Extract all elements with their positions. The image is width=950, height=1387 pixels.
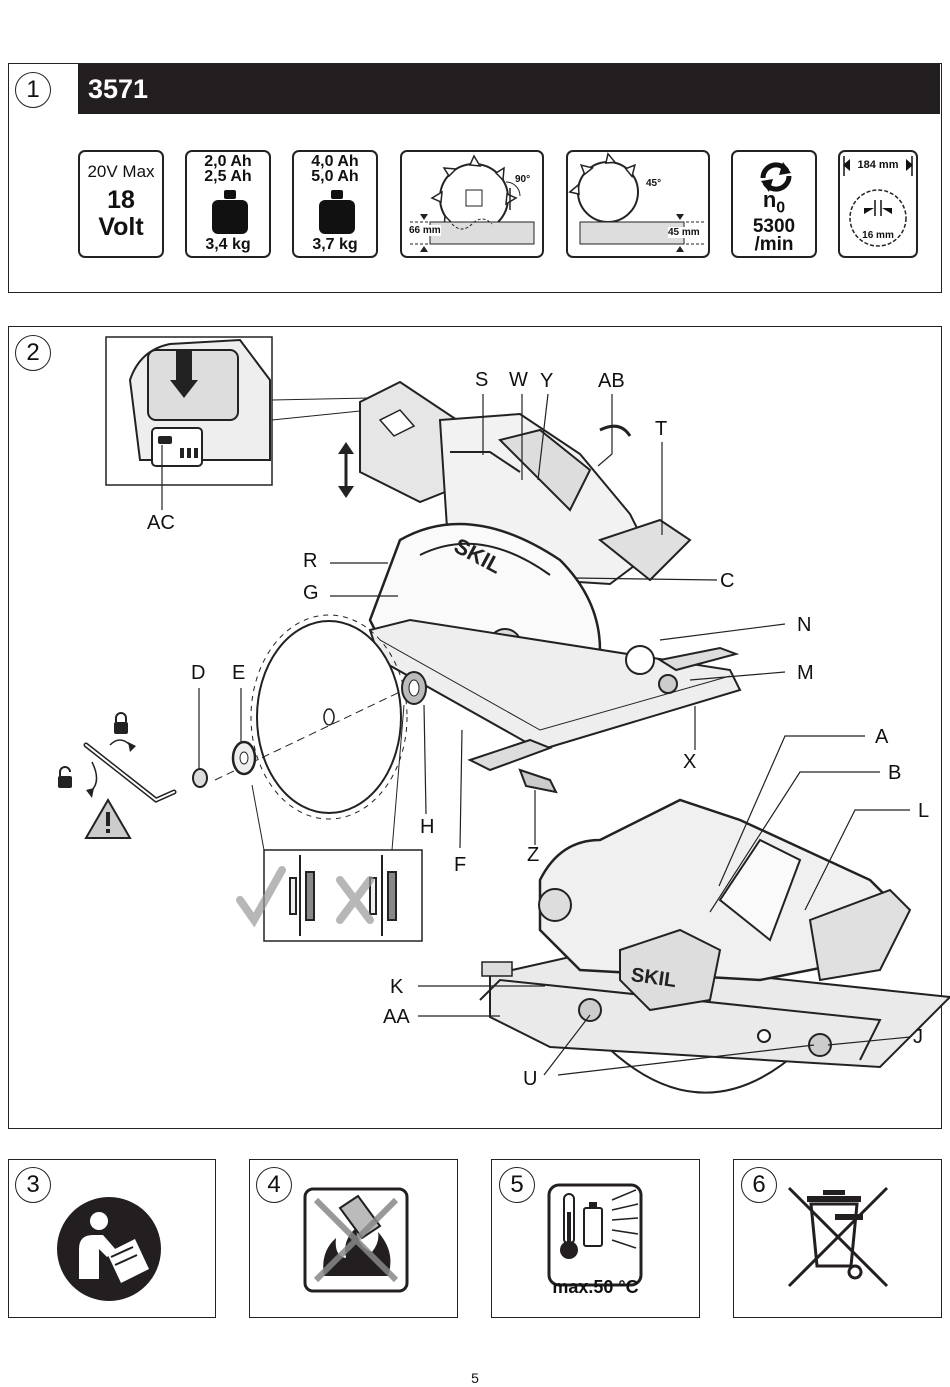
spec-voltage: 20V Max 18 Volt (78, 150, 164, 258)
spec-cut-depth-90: 90° 66 mm (400, 150, 544, 258)
label-Y: Y (540, 370, 554, 392)
depth-90: 66 mm (409, 225, 441, 236)
label-H: H (420, 816, 435, 838)
read-manual-icon (57, 1197, 161, 1301)
panel-6 (733, 1159, 942, 1318)
label-X: X (683, 751, 697, 773)
weight-icon (212, 190, 248, 234)
label-S: S (475, 369, 489, 391)
speed-sub: 0 (776, 199, 786, 217)
voltage-number: 18 (107, 186, 135, 214)
saw-blade-90-icon (410, 154, 535, 252)
label-L: L (918, 800, 930, 822)
battery-b-line1: 4,0 Ah (311, 153, 359, 170)
spec-battery-a: 2,0 Ah 2,5 Ah 3,4 kg (185, 150, 271, 258)
panel-5-number: 5 (499, 1167, 535, 1203)
speed-value: 5300 (752, 216, 796, 237)
temperature-icon (547, 1183, 643, 1287)
weight-b: 3,7 kg (312, 236, 358, 253)
panel-3 (8, 1159, 216, 1318)
spec-blade-size: 184 mm 16 mm (838, 150, 918, 258)
label-AB: AB (598, 370, 625, 392)
bore-diameter: 16 mm (862, 230, 894, 241)
label-R: R (303, 550, 318, 572)
label-Z: Z (527, 844, 540, 866)
lock-icon (114, 712, 128, 734)
label-E: E (232, 662, 246, 684)
label-B: B (888, 762, 902, 784)
panel-2 (8, 326, 942, 1129)
panel-1 (8, 63, 942, 293)
page-number: 5 (471, 1370, 479, 1386)
panel-4-number: 4 (256, 1167, 292, 1203)
speed-unit: /min (754, 234, 794, 255)
blade-diameter: 184 mm (857, 159, 899, 171)
depth-45: 45 mm (668, 227, 700, 238)
label-T: T (655, 418, 668, 440)
warning-icon (84, 798, 132, 839)
voltage-top: 20V Max (87, 162, 155, 181)
label-AC: AC (147, 512, 175, 534)
angle-90: 90° (515, 174, 531, 185)
label-A: A (875, 726, 889, 748)
rotation-arrows-icon (760, 162, 792, 192)
angle-45: 45° (646, 178, 662, 189)
panel-4 (249, 1159, 458, 1318)
unlock-icon (58, 766, 72, 788)
label-AA: AA (383, 1006, 410, 1028)
label-G: G (303, 582, 319, 604)
label-F: F (454, 854, 467, 876)
no-fire-battery-icon (303, 1187, 409, 1293)
voltage-unit: Volt (98, 213, 144, 241)
panel-5 (491, 1159, 700, 1318)
label-M: M (797, 662, 814, 684)
panel-1-number: 1 (15, 72, 51, 108)
blade-size-icon (843, 156, 913, 247)
label-K: K (390, 976, 404, 998)
label-J: J (913, 1026, 923, 1048)
battery-a-line2: 2,5 Ah (204, 168, 252, 185)
max-temperature-text: max.50 °C (552, 1277, 639, 1297)
speed-symbol: n0 (733, 187, 815, 218)
panel-6-number: 6 (741, 1167, 777, 1203)
label-N: N (797, 614, 812, 636)
weight-a: 3,4 kg (205, 236, 251, 253)
spec-speed: n0 5300 /min (731, 150, 817, 258)
label-C: C (720, 570, 735, 592)
saw-blade-45-icon (568, 152, 704, 252)
label-D: D (191, 662, 206, 684)
spec-cut-depth-45: 45° 45 mm (566, 150, 710, 258)
spec-battery-b: 4,0 Ah 5,0 Ah 3,7 kg (292, 150, 378, 258)
panel-3-number: 3 (15, 1167, 51, 1203)
label-U: U (523, 1068, 538, 1090)
panel-2-number: 2 (15, 335, 51, 371)
weight-icon (319, 190, 355, 234)
label-W: W (509, 369, 528, 391)
crossed-bin-icon (787, 1186, 889, 1288)
speed-n: n (762, 187, 777, 212)
battery-a-line1: 2,0 Ah (204, 153, 252, 170)
model-title: 3571 (78, 64, 940, 114)
battery-b-line2: 5,0 Ah (311, 168, 359, 185)
